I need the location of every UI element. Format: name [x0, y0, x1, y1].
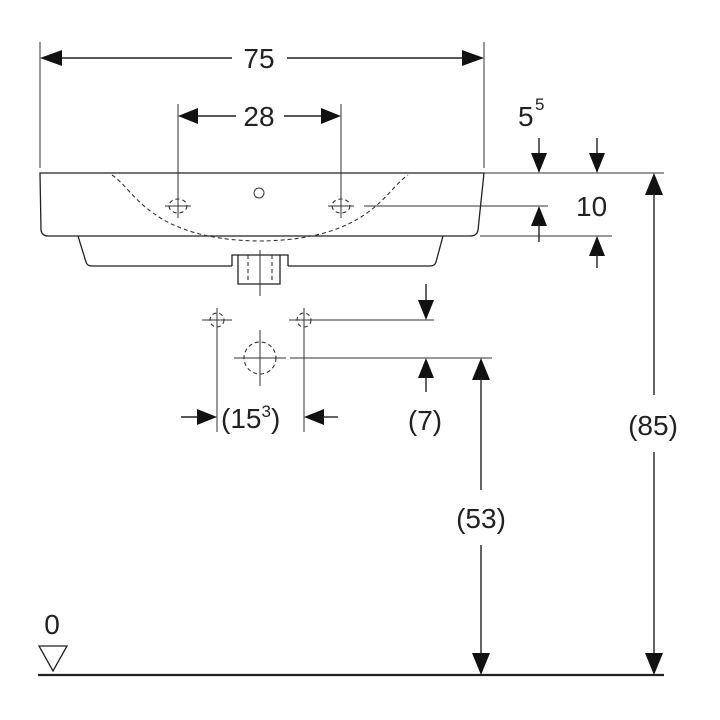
dim-bowl-depth: 10: [364, 191, 612, 268]
arrow-head: [472, 653, 490, 675]
tap-spacing-label: 28: [243, 101, 274, 132]
dim-supply-height: (53): [456, 358, 506, 675]
arrow-head: [645, 173, 663, 195]
supply-point-right: [289, 308, 434, 432]
dim-overall-width: 75: [39, 42, 485, 168]
arrow-head: [197, 409, 217, 425]
dim-total-height: (85): [628, 173, 678, 675]
overflow-hole: [253, 187, 265, 199]
dim-supply-spacing: (153): [181, 402, 338, 434]
arrow-head: [321, 108, 341, 124]
arrow-head: [418, 300, 434, 320]
total-height-label: (85): [628, 410, 678, 441]
drain-point: [234, 330, 492, 386]
dim-supply-offset: (7): [408, 284, 442, 436]
arrow-head: [462, 50, 484, 66]
arrow-head: [531, 153, 547, 173]
arrow-head: [304, 409, 324, 425]
floor-level-label: 0: [44, 609, 60, 640]
bowl-hidden-line: [111, 174, 409, 242]
dim-rim-thickness: 5 5: [484, 95, 664, 174]
waste-outlet: [237, 250, 281, 296]
supply-height-label: (53): [456, 503, 506, 534]
arrow-head: [645, 653, 663, 675]
washbasin-outline: [39, 172, 485, 267]
supply-offset-label: (7): [408, 405, 442, 436]
supply-spacing-label: (153): [221, 402, 280, 434]
supply-point-left: [202, 308, 232, 432]
rim-thickness-label: 5: [518, 101, 534, 132]
floor-level-marker: 0: [37, 609, 69, 673]
rim-thickness-superscript: 5: [535, 95, 544, 114]
bowl-depth-label: 10: [576, 191, 607, 222]
arrow-head: [589, 236, 605, 256]
arrow-head: [531, 206, 547, 226]
dim-tap-spacing: 28: [177, 101, 342, 196]
arrow-head: [40, 50, 62, 66]
level-triangle-icon: [37, 645, 69, 673]
arrow-head: [472, 358, 490, 380]
arrow-head: [589, 153, 605, 173]
arrow-head: [418, 358, 434, 378]
arrow-head: [178, 108, 198, 124]
overall-width-label: 75: [243, 43, 274, 74]
tap-hole-right: [328, 196, 354, 218]
tap-hole-left: [165, 196, 191, 218]
